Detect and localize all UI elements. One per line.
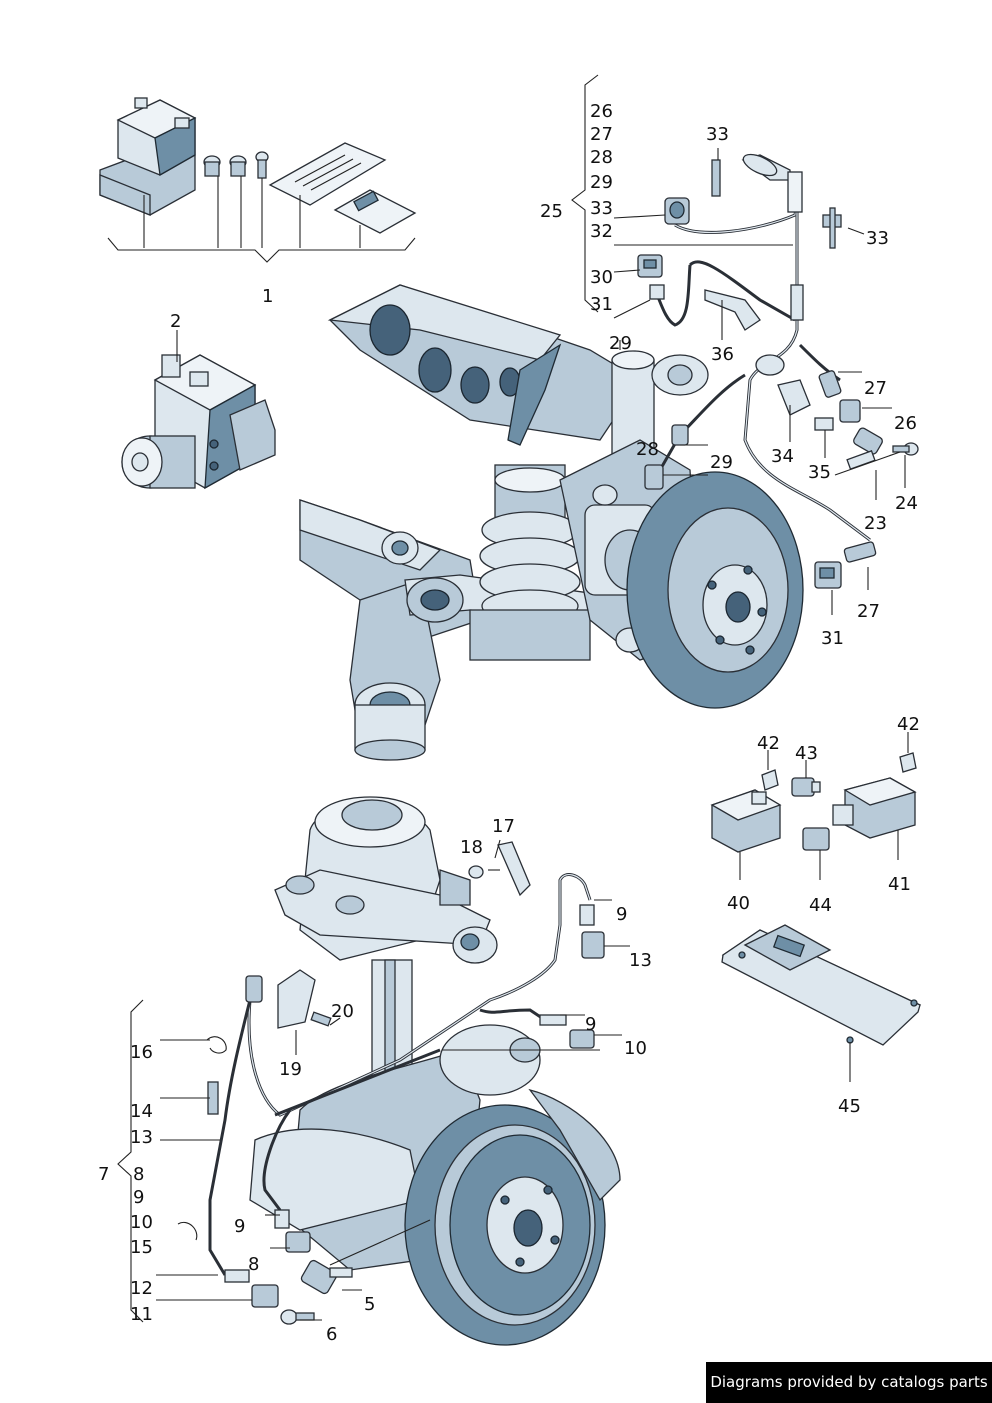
callout-14: 14: [130, 1101, 153, 1122]
callout-31-lower: 31: [821, 628, 844, 649]
callout-25: 25: [540, 201, 563, 222]
callout-41: 41: [888, 874, 911, 895]
callout-26: 26: [590, 101, 613, 122]
callout-13-right: 13: [629, 950, 652, 971]
callout-35: 35: [808, 462, 831, 483]
callout-6: 6: [326, 1324, 337, 1345]
callout-7: 7: [98, 1164, 109, 1185]
rear-wiring-harness: [637, 153, 919, 589]
callout-33-right: 33: [866, 228, 889, 249]
front-strut-assembly: [249, 796, 621, 1346]
callout-28: 28: [590, 147, 613, 168]
credit-banner: Diagrams provided by catalogs parts: [706, 1362, 992, 1403]
callout-29-upper: 29: [609, 333, 632, 354]
leader-lines: [117, 74, 909, 1323]
callout-31: 31: [590, 294, 613, 315]
callout-24: 24: [895, 493, 918, 514]
callout-8-lower: 8: [248, 1254, 259, 1275]
callout-12: 12: [130, 1278, 153, 1299]
callout-9-upper: 9: [616, 904, 627, 925]
hydraulic-unit: [121, 330, 276, 490]
callout-40: 40: [727, 893, 750, 914]
callout-1: 1: [262, 286, 273, 307]
callout-5: 5: [364, 1294, 375, 1315]
callout-20: 20: [331, 1001, 354, 1022]
callout-9-mid: 9: [585, 1014, 596, 1035]
callout-labels: 1 2 26 27 28 29 33 32 30 31 25 33 33 36 …: [98, 101, 920, 1345]
callout-27-upper: 27: [864, 378, 887, 399]
abs-control-unit-kit: [99, 97, 417, 263]
callout-29: 29: [590, 172, 613, 193]
callout-33: 33: [590, 198, 613, 219]
callout-27: 27: [590, 124, 613, 145]
callout-11: 11: [130, 1304, 153, 1325]
callout-9-left: 9: [133, 1187, 144, 1208]
callout-32: 32: [590, 221, 613, 242]
callout-42-right: 42: [897, 714, 920, 735]
callout-13-left: 13: [130, 1127, 153, 1148]
callout-15: 15: [130, 1237, 153, 1258]
callout-17: 17: [492, 816, 515, 837]
callout-23: 23: [864, 513, 887, 534]
rear-axle-subframe: [299, 284, 804, 761]
callout-16: 16: [130, 1042, 153, 1063]
callout-27-lower: 27: [857, 601, 880, 622]
callout-28-mid: 28: [636, 439, 659, 460]
callout-9-lower: 9: [234, 1216, 245, 1237]
callout-36: 36: [711, 344, 734, 365]
callout-44: 44: [809, 895, 832, 916]
callout-34: 34: [771, 446, 794, 467]
callout-45: 45: [838, 1096, 861, 1117]
callout-10-left: 10: [130, 1212, 153, 1233]
callout-33-top: 33: [706, 124, 729, 145]
callout-29-mid: 29: [710, 452, 733, 473]
callout-18: 18: [460, 837, 483, 858]
callout-30: 30: [590, 267, 613, 288]
callout-43: 43: [795, 743, 818, 764]
sensor-units: [710, 752, 922, 1046]
callout-26-right: 26: [894, 413, 917, 434]
callout-2: 2: [170, 311, 181, 332]
callout-42-left: 42: [757, 733, 780, 754]
callout-8-left: 8: [133, 1164, 144, 1185]
callout-19: 19: [279, 1059, 302, 1080]
callout-10-right: 10: [624, 1038, 647, 1059]
